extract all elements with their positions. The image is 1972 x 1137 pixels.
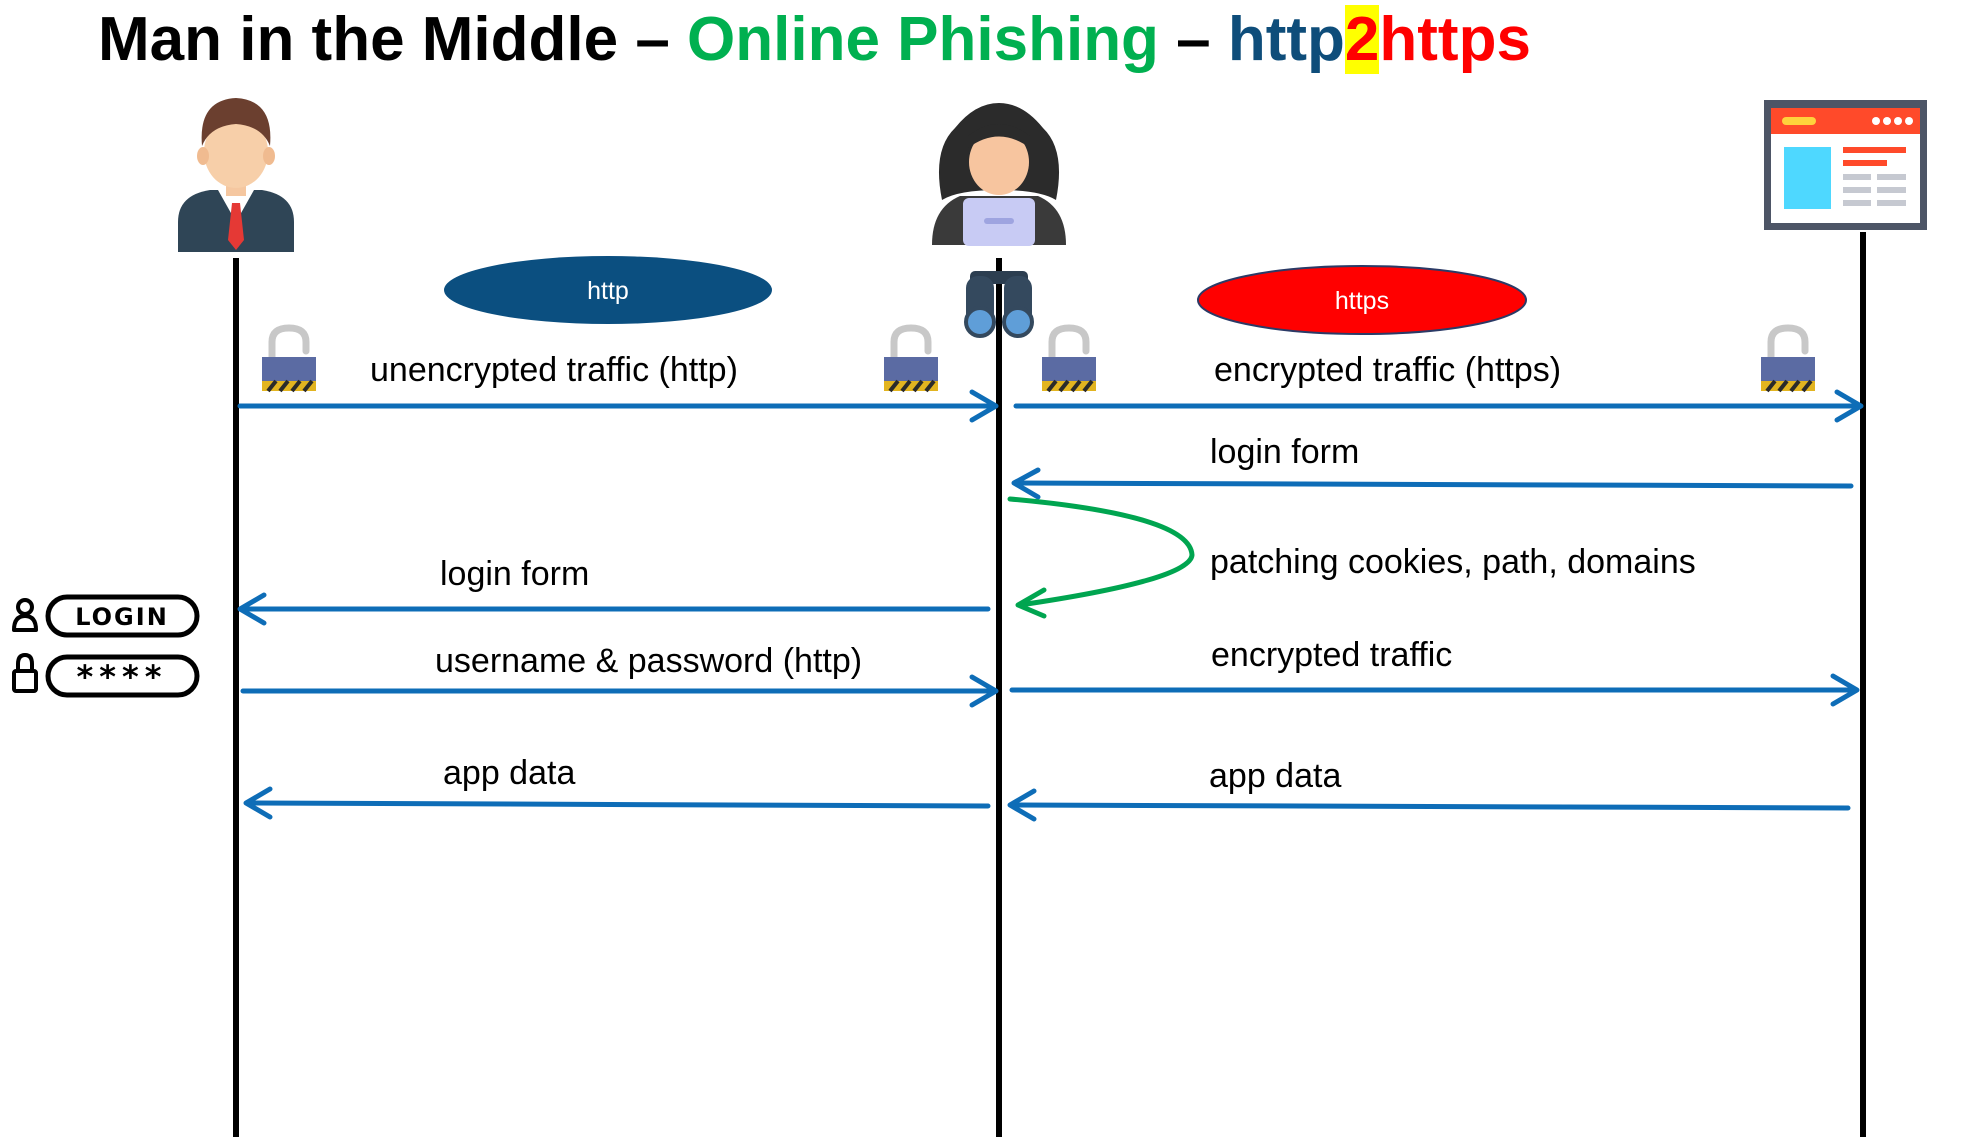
message-arrow — [1011, 467, 1854, 500]
user-person-icon — [178, 98, 294, 252]
message-label: patching cookies, path, domains — [1210, 543, 1696, 581]
message-label: app data — [443, 754, 575, 792]
message-arrow — [1013, 389, 1864, 423]
padlock-icon — [1761, 328, 1815, 391]
login-widget: LOGIN **** — [12, 594, 200, 698]
https-badge-label: https — [1335, 287, 1389, 315]
https-badge: https — [1197, 265, 1527, 335]
message-label: unencrypted traffic (http) — [370, 351, 738, 389]
title-part-4: http — [1227, 5, 1345, 74]
message-label: username & password (http) — [435, 642, 862, 680]
padlock-icon — [1042, 328, 1096, 391]
padlock-icon — [262, 328, 316, 391]
message-label: login form — [440, 555, 589, 593]
login-field: LOGIN — [45, 594, 200, 638]
message-arrow — [240, 674, 999, 708]
padlock-icon — [884, 328, 938, 391]
http-badge: http — [444, 256, 772, 324]
message-label: app data — [1209, 757, 1341, 795]
message-label: login form — [1210, 433, 1359, 471]
lock-icon — [12, 652, 38, 693]
binoculars-icon — [964, 271, 1034, 338]
message-arrow — [243, 786, 991, 820]
title-part-2: Online Phishing — [687, 5, 1159, 74]
title-part-6: https — [1379, 5, 1531, 74]
http-badge-label: http — [587, 277, 629, 305]
hacker-hooded-icon — [932, 103, 1066, 246]
message-arrow — [237, 592, 991, 626]
title-part-3: – — [1158, 5, 1228, 74]
message-arrow — [237, 389, 999, 423]
user-icon — [12, 598, 38, 632]
diagram-title: Man in the Middle – Online Phishing – ht… — [98, 4, 1531, 76]
password-field-text: **** — [77, 658, 168, 696]
message-label: encrypted traffic (https) — [1214, 351, 1561, 389]
password-field: **** — [45, 654, 200, 698]
title-part-5: 2 — [1344, 5, 1380, 74]
message-arrow — [1009, 673, 1860, 707]
login-field-text: LOGIN — [75, 603, 169, 631]
message-label: encrypted traffic — [1211, 636, 1452, 674]
website-browser-icon — [1764, 100, 1927, 230]
title-part-1: Man in the Middle – — [98, 5, 688, 74]
message-arrow — [1007, 788, 1851, 822]
patch-curve-arrow — [1007, 496, 1195, 619]
